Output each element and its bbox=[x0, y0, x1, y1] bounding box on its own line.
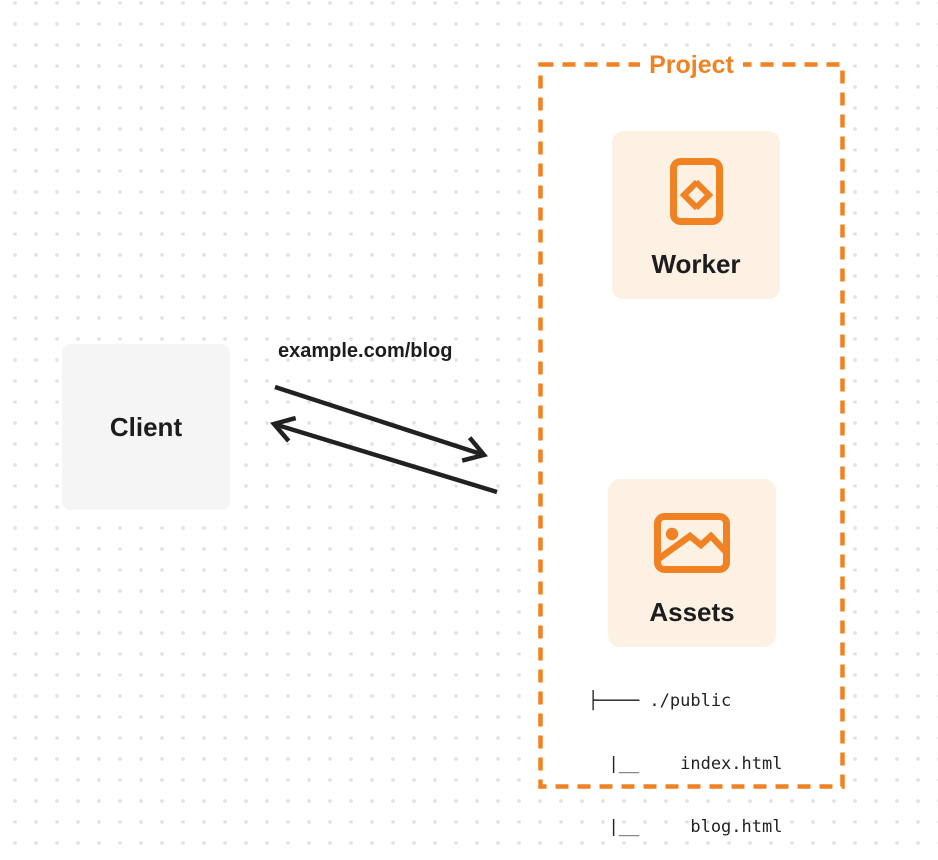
code-file-icon bbox=[669, 158, 723, 225]
client-node: Client bbox=[62, 344, 230, 510]
file-tree-line: |__ blog.html bbox=[588, 817, 783, 837]
image-icon bbox=[654, 513, 730, 573]
client-label: Client bbox=[109, 412, 183, 442]
assets-node: Assets bbox=[608, 479, 776, 647]
assets-label: Assets bbox=[649, 597, 735, 627]
response-arrow bbox=[269, 415, 498, 495]
worker-icon-slot bbox=[669, 131, 723, 225]
request-url-label: example.com/blog bbox=[278, 340, 453, 362]
project-title: Project bbox=[538, 51, 845, 80]
file-tree-line: |__ index.html bbox=[588, 754, 783, 774]
worker-node: Worker bbox=[612, 131, 780, 299]
project-container: Project Worker Assets bbox=[538, 51, 845, 837]
assets-file-tree: ├──── ./public |__ index.html |__ blog.h… bbox=[588, 649, 782, 860]
file-tree-line: ├──── ./public bbox=[588, 691, 732, 711]
assets-icon-slot bbox=[654, 479, 730, 573]
project-dashed-border bbox=[538, 62, 845, 789]
request-arrow bbox=[274, 384, 489, 463]
worker-label: Worker bbox=[651, 249, 741, 279]
